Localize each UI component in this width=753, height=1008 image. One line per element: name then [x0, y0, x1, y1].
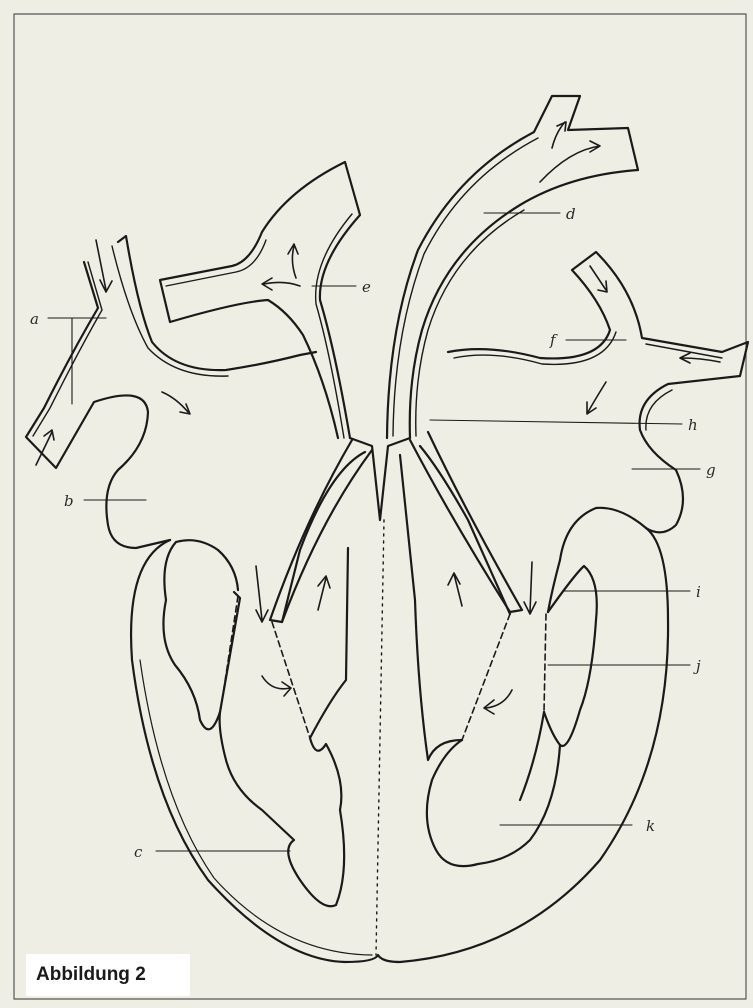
leader-lines: [48, 213, 700, 851]
septum-dotted: [376, 520, 384, 955]
label-i: i: [696, 583, 701, 601]
aorta: [387, 96, 638, 438]
septum-top: [350, 438, 410, 520]
aortic-valve-flap: [410, 432, 522, 612]
label-c: c: [134, 843, 143, 861]
chorda-left-1: [544, 614, 546, 712]
label-e: e: [362, 278, 371, 296]
figure-caption: Abbildung 2: [26, 954, 190, 996]
pulmonary-valve-flap: [270, 440, 372, 622]
label-b: b: [64, 492, 74, 510]
pulmonary-vein-inner: [454, 332, 722, 430]
label-j: j: [693, 657, 701, 675]
flow-arrows: [36, 122, 720, 714]
heart-lower-inner: [140, 660, 372, 955]
vena-cava-inner: [33, 246, 228, 436]
label-k: k: [646, 817, 655, 835]
label-a: a: [30, 310, 39, 328]
chorda-right-1: [220, 596, 238, 714]
pulmonary-artery-inner: [166, 214, 352, 438]
label-d: d: [566, 205, 576, 223]
chorda-left-2: [462, 614, 510, 740]
leader-a: [48, 318, 106, 404]
chorda-right-2: [272, 622, 310, 738]
label-f: f: [549, 331, 558, 349]
label-h: h: [688, 416, 698, 434]
right-ventricle-lower: [220, 712, 345, 906]
pulmonary-artery: [160, 162, 360, 438]
label-g: g: [706, 461, 716, 479]
leader-h: [430, 420, 682, 424]
heart-outline: [131, 528, 668, 962]
left-atrium-wall: [448, 252, 748, 532]
left-ventricle-lower: [427, 712, 560, 866]
right-ventricle-cavity: [163, 540, 238, 729]
